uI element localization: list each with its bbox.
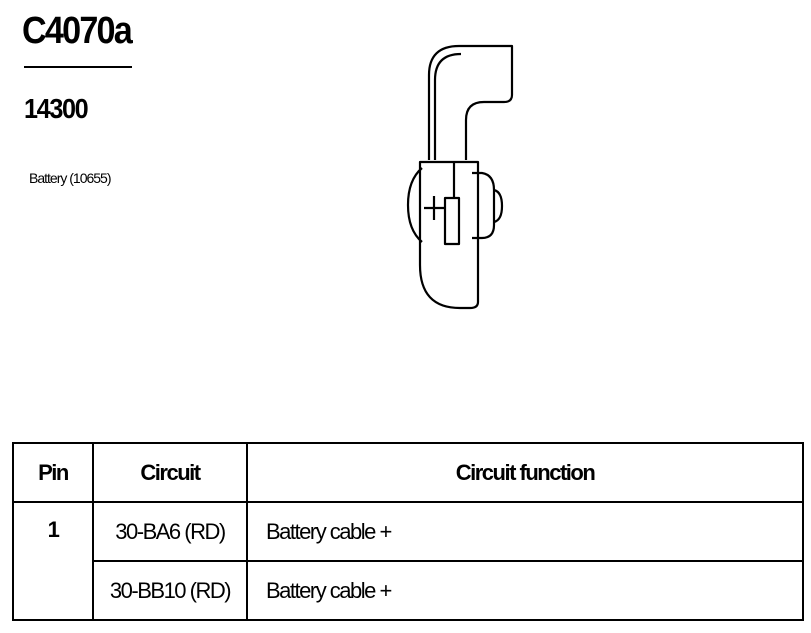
component-name: Battery (10655)	[29, 170, 111, 186]
header-circuit: Circuit	[92, 442, 248, 503]
table-header-row: Pin Circuit Circuit function	[12, 442, 804, 503]
header-circuit-function: Circuit function	[246, 442, 804, 503]
circuit-function: Battery cable +	[246, 560, 804, 621]
part-number: 14300	[24, 93, 89, 124]
pin-number: 1	[12, 501, 94, 621]
pin-table: Pin Circuit Circuit function 1 30-BA6 (R…	[12, 442, 804, 621]
header-pin: Pin	[12, 442, 94, 503]
circuit-code: 30-BB10 (RD)	[92, 560, 248, 621]
connector-code: C4070a	[22, 10, 133, 52]
circuit-code: 30-BA6 (RD)	[92, 501, 248, 562]
table-row: 30-BB10 (RD) Battery cable +	[13, 560, 804, 621]
table-row: 1 30-BA6 (RD) Battery cable +	[12, 501, 804, 621]
battery-terminal-connector-drawing	[406, 44, 514, 310]
circuit-function: Battery cable +	[246, 501, 804, 562]
title-divider	[24, 66, 132, 68]
